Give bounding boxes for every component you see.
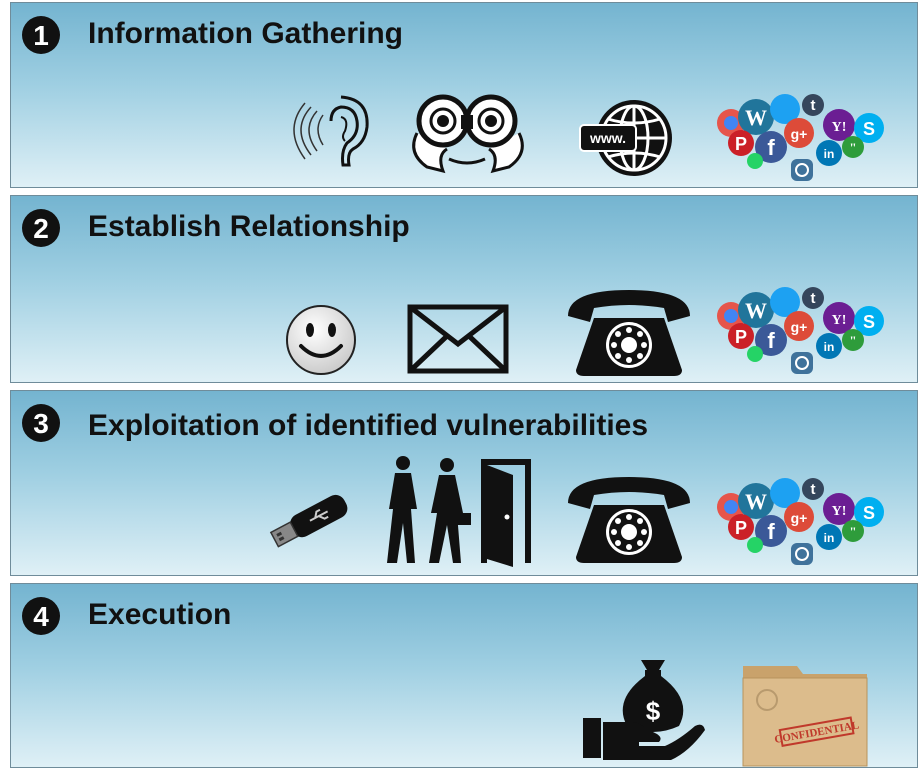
- envelope-icon: [407, 304, 509, 374]
- usb-drive-icon: [265, 491, 355, 555]
- step-1-number-badge: 1: [21, 15, 61, 55]
- telephone-icon: [564, 284, 694, 380]
- step-3-panel: 3 Exploitation of identified vulnerabili…: [10, 390, 918, 576]
- confidential-folder-icon: CONFIDENTIAL: [737, 662, 873, 768]
- people-walking-door-icon: [377, 453, 541, 569]
- svg-text:2: 2: [33, 213, 49, 244]
- svg-text:1: 1: [33, 20, 49, 51]
- step-1-panel: 1 Information Gathering: [10, 2, 918, 188]
- step-2-panel: 2 Establish Relationship: [10, 195, 918, 383]
- binoculars-icon: [403, 93, 533, 175]
- money-bag-hand-icon: $: [583, 656, 707, 768]
- social-media-icon: [711, 284, 891, 376]
- ear-icon: [283, 91, 373, 169]
- social-media-icon: [711, 475, 891, 567]
- step-1-title: Information Gathering: [88, 17, 403, 50]
- step-3-number-badge: 3: [21, 403, 61, 443]
- svg-text:4: 4: [33, 601, 49, 632]
- step-4-title: Execution: [88, 598, 232, 631]
- svg-text:www.: www.: [589, 130, 626, 146]
- step-3-title: Exploitation of identified vulnerabiliti…: [88, 409, 649, 442]
- step-2-title: Establish Relationship: [88, 210, 410, 243]
- svg-text:$: $: [646, 696, 661, 726]
- step-4-number-badge: 4: [21, 596, 61, 636]
- svg-text:3: 3: [33, 408, 49, 439]
- smiley-icon: [283, 302, 359, 378]
- www-globe-icon: www.: [576, 95, 676, 181]
- social-media-icon: [711, 91, 891, 183]
- telephone-icon: [564, 471, 694, 567]
- step-4-panel: 4 Execution $ CONFIDENTIAL: [10, 583, 918, 768]
- step-2-number-badge: 2: [21, 208, 61, 248]
